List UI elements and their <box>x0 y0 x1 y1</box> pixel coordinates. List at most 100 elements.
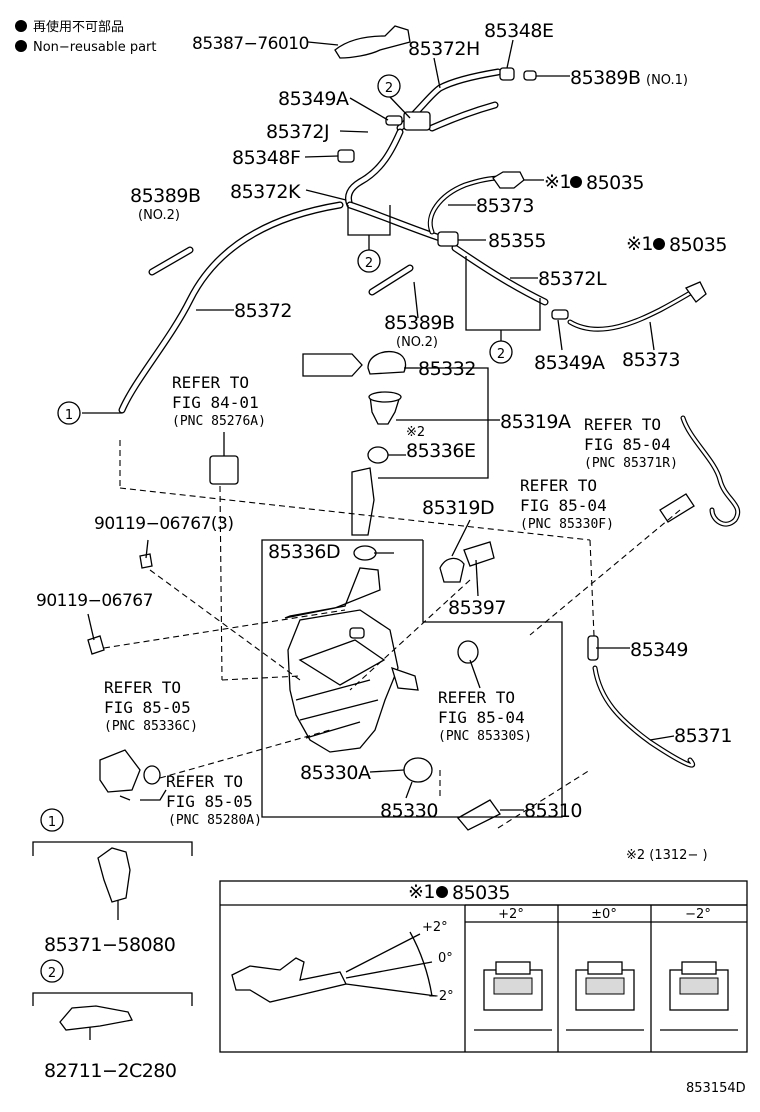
clip-icon <box>334 25 411 59</box>
grommet-icon <box>457 640 479 664</box>
part-85371-58080: 85371−58080 <box>44 934 175 956</box>
callouts: 2 2 2 1 <box>57 74 513 425</box>
part-labels: 85387−76010 85372H 85348E 85389B (NO.1) … <box>36 20 732 822</box>
table-col-zero: ±0° <box>591 907 617 922</box>
refer-85-04-c-l1: REFER TO <box>438 688 515 707</box>
tank-group-frame <box>261 539 563 818</box>
refer-85-05-b-l1: REFER TO <box>166 772 243 791</box>
part-85330: 85330 <box>380 800 438 822</box>
connector-zero-icon <box>566 961 644 1031</box>
part-85035: 85035 <box>669 234 727 256</box>
refer-84-01-l1: REFER TO <box>172 373 249 392</box>
refer-85-04-c-l3: (PNC 85330S) <box>438 729 532 744</box>
nozzle-icon <box>492 171 525 189</box>
part-85349: 85349 <box>630 639 688 661</box>
clip-icon <box>59 1005 133 1031</box>
part-85035-prefix: ※1 <box>544 171 571 193</box>
nozzle-icon <box>685 281 707 303</box>
figure-id: 853154D <box>686 1081 746 1096</box>
part-90119-3: 90119−06767(3) <box>94 514 233 534</box>
grommet-icon <box>439 557 465 583</box>
refer-85-04-a-l1: REFER TO <box>584 415 661 434</box>
leader-lines <box>82 39 675 1040</box>
part-85389B-no2-left: 85389B <box>130 185 200 207</box>
refer-85-05-b-l3: (PNC 85280A) <box>168 813 262 828</box>
joint-icon <box>551 309 569 320</box>
joint-icon <box>403 111 431 131</box>
non-reusable-bullet-icon <box>653 238 665 250</box>
table-col-minus2: −2° <box>685 907 711 922</box>
joint-icon <box>437 231 459 247</box>
connector-minus2-icon <box>660 961 738 1031</box>
mark-tag <box>302 353 363 377</box>
part-85355: 85355 <box>488 230 546 252</box>
angle-minus-label: −2° <box>428 989 454 1004</box>
angle-zero-label: 0° <box>438 951 453 966</box>
joint-icon <box>385 115 403 126</box>
part-85348E: 85348E <box>484 20 553 42</box>
part-85372: 85372 <box>234 300 292 322</box>
refer-85-04-a-l2: FIG 85-04 <box>584 435 671 454</box>
non-reusable-bullet-icon <box>570 176 582 188</box>
clamp-icon <box>97 847 131 903</box>
part-82711: 82711−2C280 <box>44 1060 176 1082</box>
dashed-guides <box>103 440 681 829</box>
part-85389B-no2-mid: 85389B <box>384 312 454 334</box>
part-85372K: 85372K <box>230 181 301 203</box>
table-title: 85035 <box>452 882 510 904</box>
cap-icon <box>523 70 537 81</box>
refer-85-05-b-l2: FIG 85-05 <box>166 792 253 811</box>
part-85387: 85387−76010 <box>192 34 309 54</box>
part-85373: 85373 <box>476 195 534 217</box>
hose-network <box>118 68 741 768</box>
pump-icon <box>99 749 141 793</box>
nozzle-angle-table: ※1 85035 +2° ±0° −2° +2° 0° −2° <box>219 880 748 1053</box>
part-85319D: 85319D <box>422 497 494 519</box>
refer-85-04-b-l1: REFER TO <box>520 476 597 495</box>
part-85035-prefix: ※1 <box>626 233 653 255</box>
pump-icon <box>463 541 495 567</box>
detail-2: 2 82711−2C280 <box>32 959 193 1082</box>
refer-85-04-c-l2: FIG 85-04 <box>438 708 525 727</box>
connector-plus2-icon <box>474 961 552 1031</box>
part-85336E-prefix: ※2 <box>406 425 425 440</box>
clip-icon <box>209 455 239 485</box>
washer-tank-icon <box>284 567 419 753</box>
grommet-icon <box>403 757 433 783</box>
joint-icon <box>337 149 355 163</box>
refer-85-04-a-l3: (PNC 85371R) <box>584 456 678 471</box>
detail-2-callout: 2 <box>48 966 56 981</box>
pump-icon <box>659 493 695 523</box>
part-85372H: 85372H <box>408 38 480 60</box>
non-reusable-bullet-icon <box>436 886 448 898</box>
detail-1-callout: 1 <box>48 815 56 830</box>
refer-84-01-l2: FIG 84-01 <box>172 393 259 412</box>
bolt-icon <box>87 635 105 655</box>
seal-icon <box>367 446 389 464</box>
legend: 再使用不可部品 Non−reusable part <box>15 19 157 55</box>
table-col-plus2: +2° <box>498 907 524 922</box>
part-85319A: 85319A <box>500 411 571 433</box>
non-reusable-bullet-icon <box>15 20 27 32</box>
refer-85-04-b-l3: (PNC 85330F) <box>520 517 614 532</box>
part-85372L: 85372L <box>538 268 607 290</box>
callout-2: 2 <box>497 347 505 362</box>
table-title-prefix: ※1 <box>408 881 435 903</box>
part-85035: 85035 <box>586 172 644 194</box>
part-85349A: 85349A <box>534 352 605 374</box>
nozzle-spray-icon <box>231 957 347 1003</box>
part-85349A: 85349A <box>278 88 349 110</box>
callout-1: 1 <box>65 408 73 423</box>
angle-plus-label: +2° <box>422 920 448 935</box>
refer-85-05-a-l3: (PNC 85336C) <box>104 719 198 734</box>
refer-85-04-b-l2: FIG 85-04 <box>520 496 607 515</box>
part-85336E: 85336E <box>406 440 475 462</box>
legend-en: Non−reusable part <box>33 40 157 55</box>
part-85389B-no2-mid-note: (NO.2) <box>396 335 438 350</box>
part-85348F: 85348F <box>232 147 300 169</box>
part-85389B-no2-left-note: (NO.2) <box>138 208 180 223</box>
legend-jp: 再使用不可部品 <box>33 19 124 35</box>
refer-blocks: REFER TO FIG 84-01 (PNC 85276A) REFER TO… <box>104 373 678 828</box>
joint-icon <box>499 67 515 81</box>
